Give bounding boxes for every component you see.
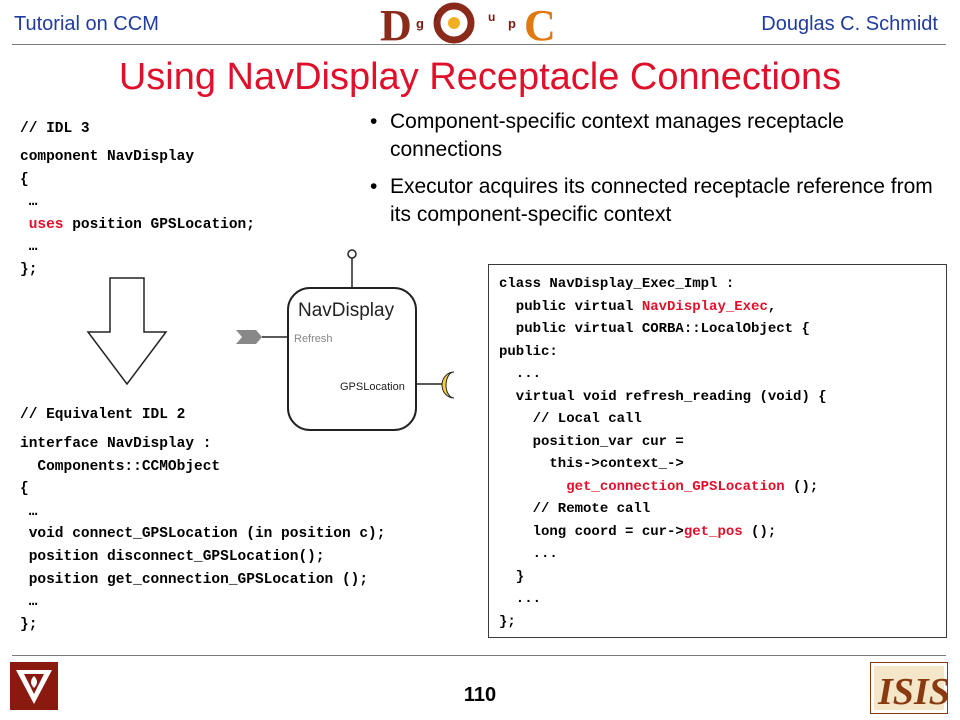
vanderbilt-logo [10,662,58,710]
svg-text:u: u [488,10,495,24]
idl3-code: component NavDisplay { … uses position G… [20,149,255,278]
svg-text:g: g [416,16,424,31]
idl3-comment: // IDL 3 [20,121,90,137]
bullet-item: •Executor acquires its connected recepta… [370,175,933,226]
component-name: NavDisplay [298,300,395,321]
bullet-list: •Component-specific context manages rece… [368,108,948,238]
down-arrow-icon [86,277,168,386]
doc-group-logo: D C g r u p [376,2,562,46]
facet-label: Refresh [294,333,333,345]
idl2-code: interface NavDisplay : Components::CCMOb… [20,436,386,633]
svg-text:C: C [524,2,556,46]
uses-keyword: uses [28,216,64,233]
header-author: Douglas C. Schmidt [761,13,938,35]
footer-divider [12,655,946,656]
bullet-item: •Component-specific context manages rece… [370,110,845,161]
svg-text:ISIS: ISIS [877,671,948,713]
header-left-title: Tutorial on CCM [14,13,159,35]
page-number: 110 [463,684,497,706]
executor-code-box: class NavDisplay_Exec_Impl : public virt… [488,264,947,638]
isis-logo: ISIS [870,662,948,714]
slide-title: Using NavDisplay Receptacle Connections [118,56,842,98]
svg-text:p: p [508,16,516,31]
idl2-comment: // Equivalent IDL 2 [20,407,186,423]
receptacle-label: GPSLocation [340,381,405,393]
header-divider [12,44,946,45]
svg-text:D: D [380,2,412,46]
svg-text:r: r [434,10,439,24]
navdisplay-component-diagram: NavDisplay Refresh GPSLocation [236,249,455,431]
